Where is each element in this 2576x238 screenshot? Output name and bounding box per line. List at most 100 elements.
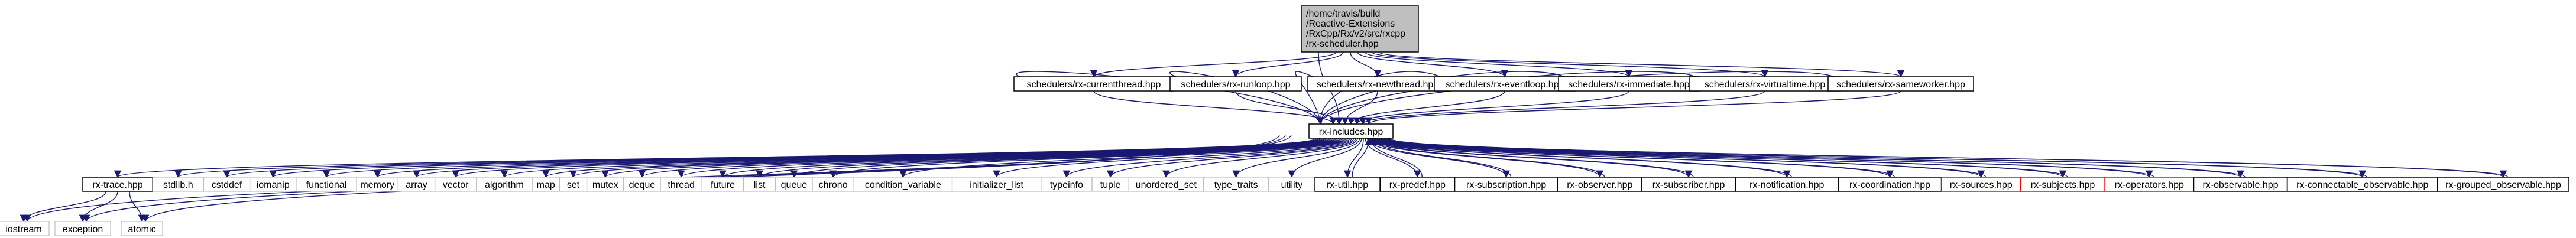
node-inc-rx-connectable-observable-hpp[interactable]: rx-connectable_observable.hpp [2287, 177, 2438, 192]
node-label: rx-notification.hpp [1749, 180, 1824, 190]
node-box [1091, 177, 1129, 192]
node-inc-rx-subscriber-hpp[interactable]: rx-subscriber.hpp [1641, 177, 1736, 192]
node-inc-iomanip[interactable]: iomanip [250, 177, 297, 192]
node-leaf-atomic[interactable]: atomic [121, 221, 163, 236]
node-label: rx-trace.hpp [92, 180, 142, 190]
node-inc-utility[interactable]: utility [1268, 177, 1315, 192]
node-label: rx-predef.hpp [1389, 180, 1446, 190]
node-label: queue [781, 180, 808, 190]
node-inc-list[interactable]: list [743, 177, 776, 192]
edge-hub-to-inc-21 [1106, 138, 1356, 178]
node-box [623, 177, 661, 192]
node-inc-type-traits[interactable]: type_traits [1203, 177, 1269, 192]
edge-inc-back-to-hub-37 [1386, 137, 2509, 178]
node-box [1314, 177, 1381, 192]
node-label: schedulers/rx-immediate.hpp [1568, 80, 1690, 90]
node-label: schedulers/rx-runloop.hpp [1181, 80, 1291, 90]
node-inc-queue[interactable]: queue [775, 177, 813, 192]
node-label: mutex [592, 180, 618, 190]
edge-scheduler-to-hub-3 [1347, 90, 1505, 125]
node-label: array [406, 180, 427, 190]
node-inc-deque[interactable]: deque [623, 177, 661, 192]
node-inc-functional[interactable]: functional [296, 177, 357, 192]
node-leaf-iostream[interactable]: iostream [0, 221, 50, 236]
edge-hub-to-inc-20 [1062, 138, 1355, 178]
node-inc-set[interactable]: set [559, 177, 588, 192]
node-box [1268, 177, 1315, 192]
node-inc-array[interactable]: array [397, 177, 436, 192]
node-scheduler-schedulers-rx-sameworker-hpp[interactable]: schedulers/rx-sameworker.hpp [1827, 76, 1974, 92]
node-inc-initializer-list[interactable]: initializer_list [952, 177, 1042, 192]
node-box [435, 177, 477, 192]
node-scheduler-schedulers-rx-virtualtime-hpp[interactable]: schedulers/rx-virtualtime.hpp [1689, 76, 1841, 92]
node-label: set [567, 180, 580, 190]
node-label: tuple [1100, 180, 1121, 190]
node-inc-rx-grouped-observable-hpp[interactable]: rx-grouped_observable.hpp [2437, 177, 2569, 192]
node-label: deque [629, 180, 656, 190]
edge-root-to-scheduler-2 [1350, 51, 1382, 78]
node-box [203, 177, 251, 192]
node-inc-map[interactable]: map [532, 177, 560, 192]
edge-inc-back-to-hub-30 [1373, 137, 1792, 178]
edge-root-to-scheduler-4 [1364, 51, 1633, 78]
node-inc-algorithm[interactable]: algorithm [476, 177, 533, 192]
node-inc-thread[interactable]: thread [660, 177, 702, 192]
node-inc-future[interactable]: future [701, 177, 744, 192]
node-inc-condition-variable[interactable]: condition_variable [853, 177, 952, 192]
node-rx-includes[interactable]: rx-includes.hpp [1308, 123, 1394, 139]
edge-hub-to-inc-3 [270, 138, 1322, 178]
node-box [1558, 76, 1700, 92]
node-inc-rx-predef-hpp[interactable]: rx-predef.hpp [1379, 177, 1456, 192]
node-inc-typeinfo[interactable]: typeinfo [1041, 177, 1093, 192]
node-inc-stdlib-h[interactable]: stdlib.h [152, 177, 204, 192]
node-inc-rx-sources-hpp[interactable]: rx-sources.hpp [1941, 177, 2021, 192]
edge-hub-to-inc-15 [756, 138, 1345, 178]
node-inc-rx-operators-hpp[interactable]: rx-operators.hpp [2104, 177, 2195, 192]
node-label: thread [668, 180, 694, 190]
node-box [1301, 5, 1419, 53]
node-label: rx-coordination.hpp [1849, 180, 1930, 190]
node-box [0, 221, 50, 236]
node-box [1013, 76, 1174, 92]
node-label: rx-includes.hpp [1319, 127, 1383, 137]
root-label-line: /home/travis/build [1306, 9, 1380, 19]
node-label: cstddef [212, 180, 242, 190]
node-label: map [537, 180, 555, 190]
node-inc-rx-coordination-hpp[interactable]: rx-coordination.hpp [1838, 177, 1942, 192]
node-inc-rx-subjects-hpp[interactable]: rx-subjects.hpp [2020, 177, 2105, 192]
node-inc-rx-trace-hpp[interactable]: rx-trace.hpp [82, 177, 153, 192]
node-leaf-exception[interactable]: exception [54, 221, 111, 236]
node-inc-rx-util-hpp[interactable]: rx-util.hpp [1314, 177, 1381, 192]
node-inc-unordered-set[interactable]: unordered_set [1128, 177, 1204, 192]
edge-inc-back-to-hub-29 [1372, 137, 1694, 178]
node-inc-mutex[interactable]: mutex [587, 177, 624, 192]
edge-scheduler-to-hub-5 [1359, 90, 1765, 125]
node-scheduler-schedulers-rx-currentthread-hpp[interactable]: schedulers/rx-currentthread.hpp [1013, 76, 1174, 92]
node-scheduler-schedulers-rx-immediate-hpp[interactable]: schedulers/rx-immediate.hpp [1558, 76, 1700, 92]
node-label: rx-util.hpp [1327, 180, 1368, 190]
node-label: atomic [128, 224, 155, 234]
node-inc-vector[interactable]: vector [435, 177, 477, 192]
node-label: chrono [819, 180, 848, 190]
node-scheduler-schedulers-rx-runloop-hpp[interactable]: schedulers/rx-runloop.hpp [1169, 76, 1302, 92]
node-box [2193, 177, 2288, 192]
node-inc-chrono[interactable]: chrono [812, 177, 854, 192]
node-inc-rx-observer-hpp[interactable]: rx-observer.hpp [1557, 177, 1642, 192]
node-label: iostream [5, 224, 41, 234]
node-box [476, 177, 533, 192]
node-inc-tuple[interactable]: tuple [1091, 177, 1129, 192]
node-root-rx-scheduler[interactable]: /home/travis/build/Reactive-Extensions/R… [1301, 5, 1419, 53]
edge-scheduler-to-hub-4 [1353, 90, 1629, 125]
node-label: future [711, 180, 735, 190]
node-inc-rx-observable-hpp[interactable]: rx-observable.hpp [2193, 177, 2288, 192]
node-inc-cstddef[interactable]: cstddef [203, 177, 251, 192]
edge-inc-back-to-hub-36 [1385, 137, 2368, 178]
node-scheduler-schedulers-rx-eventloop-hpp[interactable]: schedulers/rx-eventloop.hpp [1434, 76, 1576, 92]
node-inc-rx-notification-hpp[interactable]: rx-notification.hpp [1735, 177, 1839, 192]
node-label: list [754, 180, 766, 190]
node-inc-memory[interactable]: memory [356, 177, 398, 192]
node-scheduler-schedulers-rx-newthread-hpp[interactable]: schedulers/rx-newthread.hpp [1307, 76, 1449, 92]
node-box [2104, 177, 2195, 192]
node-inc-rx-subscription-hpp[interactable]: rx-subscription.hpp [1454, 177, 1558, 192]
